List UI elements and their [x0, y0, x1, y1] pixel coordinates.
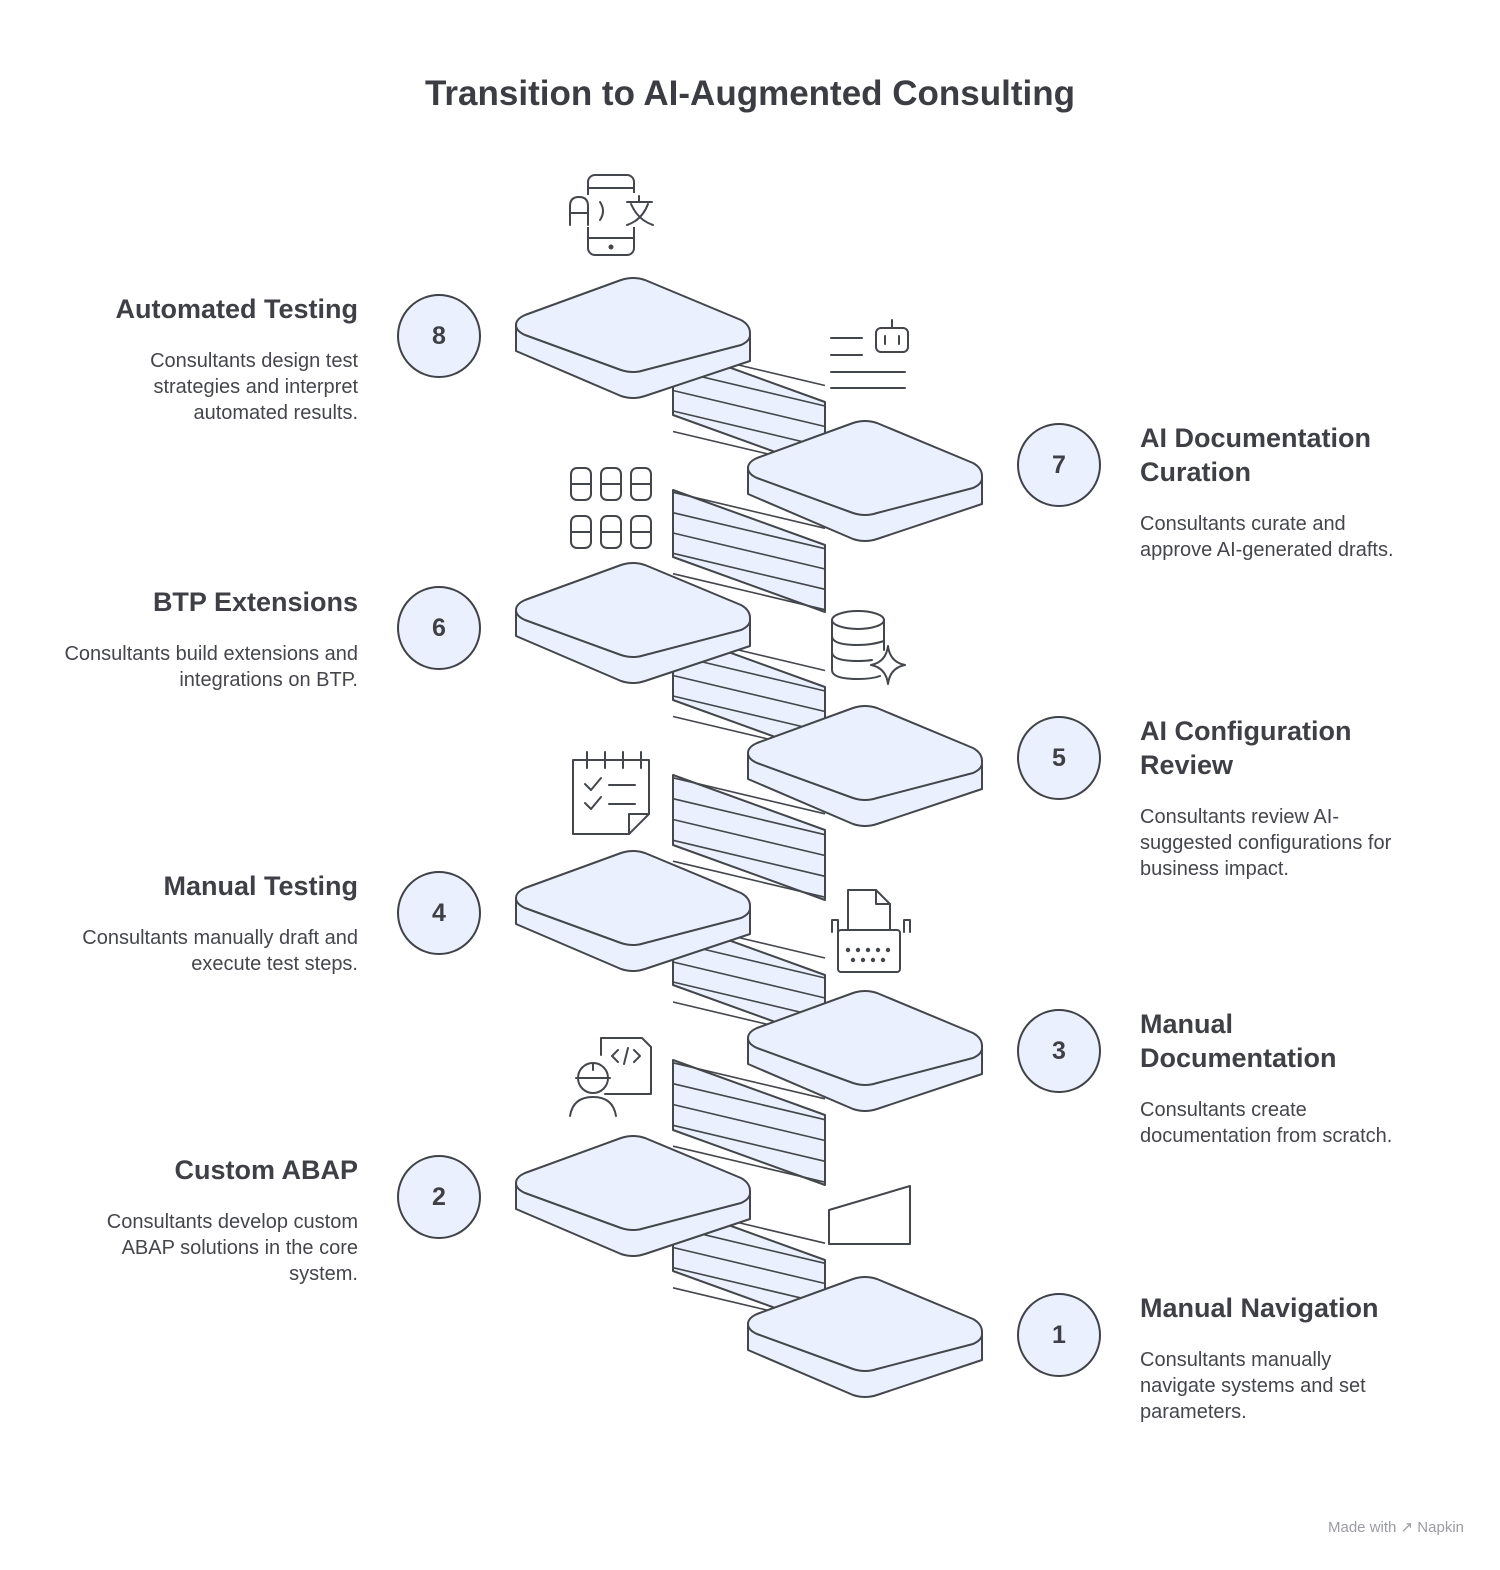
stair-platform	[515, 1135, 751, 1257]
step-4-badge: 4	[397, 871, 481, 955]
trapezoid-shape-icon	[828, 1185, 911, 1245]
step-4-title: Manual Testing	[163, 871, 358, 901]
developer-code-icon	[569, 1037, 652, 1117]
stair-flight	[672, 489, 826, 613]
module-grid-icon	[570, 467, 652, 549]
step-7-description: Consultants curate and approve AI-genera…	[1140, 513, 1394, 561]
step-8-badge: 8	[397, 294, 481, 378]
step-5-badge: 5	[1017, 716, 1101, 800]
step-4-description: Consultants manually draft and execute t…	[82, 927, 358, 975]
checklist-calendar-icon	[572, 751, 650, 835]
stair-platform	[515, 277, 751, 399]
step-1-title: Manual Navigation	[1140, 1293, 1379, 1323]
bot-document-icon	[830, 319, 909, 389]
stair-platform	[747, 705, 983, 827]
step-2-description: Consultants develop custom ABAP solution…	[106, 1211, 358, 1285]
step-6-badge: 6	[397, 586, 481, 670]
credit-brand: Napkin	[1417, 1519, 1464, 1536]
stair-platform	[515, 562, 751, 684]
phone-translate-icon	[566, 174, 656, 256]
stair-flight	[672, 774, 826, 901]
step-6-description: Consultants build extensions and integra…	[64, 643, 358, 691]
stair-platform	[515, 850, 751, 972]
typewriter-icon	[831, 889, 911, 973]
step-3-description: Consultants create documentation from sc…	[1140, 1099, 1393, 1147]
step-3-title: Manual Documentation	[1140, 1009, 1337, 1073]
stair-platform	[747, 990, 983, 1112]
step-6-title: BTP Extensions	[152, 587, 358, 617]
step-3-badge: 3	[1017, 1009, 1101, 1093]
credit-label: Made with	[1328, 1519, 1397, 1536]
step-2-badge: 2	[397, 1155, 481, 1239]
database-sparkle-icon	[831, 610, 906, 685]
step-2-title: Custom ABAP	[174, 1155, 358, 1185]
step-5-title: AI Configuration Review	[1140, 716, 1352, 780]
napkin-logo-icon: ↗	[1400, 1519, 1414, 1536]
step-1-badge: 1	[1017, 1293, 1101, 1377]
step-8-title: Automated Testing	[115, 294, 359, 324]
step-8-description: Consultants design test strategies and i…	[150, 350, 358, 424]
step-7-title: AI Documentation Curation	[1140, 423, 1372, 487]
stair-platform	[747, 1276, 983, 1398]
stair-platform	[747, 420, 983, 542]
step-5-description: Consultants review AI-suggested configur…	[1140, 806, 1392, 880]
step-7-badge: 7	[1017, 423, 1101, 507]
step-1-description: Consultants manually navigate systems an…	[1140, 1349, 1366, 1423]
made-with-napkin-credit: Made with ↗ Napkin	[1328, 1518, 1464, 1536]
platforms	[515, 277, 983, 1398]
diagram-title: Transition to AI-Augmented Consulting	[424, 74, 1076, 113]
stair-flight	[672, 1059, 826, 1186]
